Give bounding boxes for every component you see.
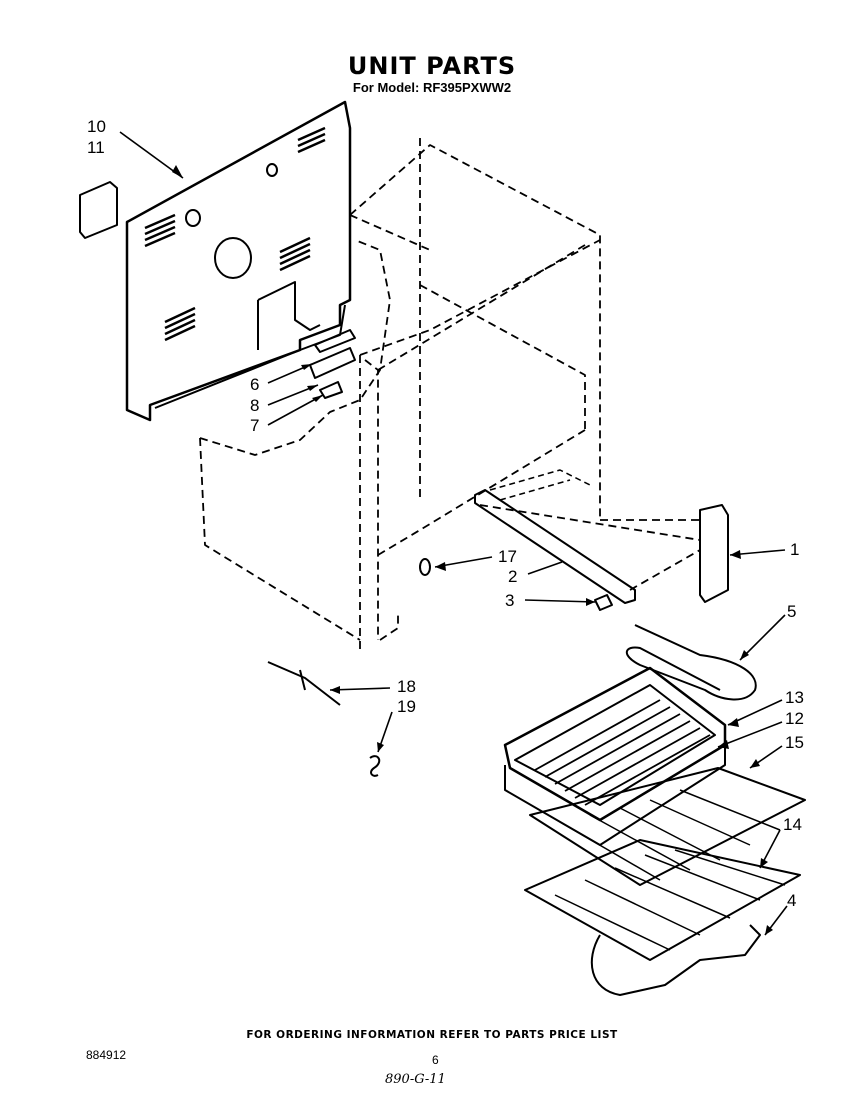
cabinet-outline — [199, 138, 701, 650]
clip — [594, 594, 613, 611]
ordering-note: FOR ORDERING INFORMATION REFER TO PARTS … — [246, 1029, 618, 1041]
terminal-block-parts — [309, 329, 356, 399]
callout-15: 15 — [785, 733, 804, 752]
callout-10: 10 — [87, 117, 106, 136]
page-title: UNIT PARTS — [347, 52, 517, 80]
callout-3: 3 — [505, 591, 514, 610]
cover-plate — [79, 181, 118, 239]
back-panel — [125, 100, 352, 422]
callout-6: 6 — [250, 375, 259, 394]
callout-1: 1 — [790, 540, 799, 559]
grommet — [419, 558, 431, 576]
document-number: 884912 — [86, 1048, 127, 1062]
callout-14: 14 — [783, 815, 802, 834]
callout-4: 4 — [787, 891, 796, 910]
callout-13: 13 — [785, 688, 804, 707]
callout-2: 2 — [508, 567, 517, 586]
callout-19: 19 — [397, 697, 416, 716]
oven-rack-upper — [529, 767, 806, 886]
bake-element — [625, 624, 757, 701]
callout-7: 7 — [250, 416, 259, 435]
oven-rack-lower — [524, 839, 801, 961]
sensor-clip — [369, 755, 381, 777]
callout-8: 8 — [250, 396, 259, 415]
callout-12: 12 — [785, 709, 804, 728]
handwritten-note: 890-G-11 — [385, 1072, 446, 1087]
callout-11: 11 — [87, 138, 105, 157]
page-number: 6 — [432, 1053, 439, 1067]
leader-lines — [119, 131, 788, 936]
callout-18: 18 — [397, 677, 416, 696]
model-subtitle: For Model: RF395PXWW2 — [352, 80, 512, 95]
side-bracket — [699, 504, 729, 603]
front-rail — [474, 489, 636, 604]
callout-5: 5 — [787, 602, 796, 621]
oven-sensor — [267, 661, 341, 706]
broil-element — [590, 924, 761, 996]
callout-17: 17 — [498, 547, 517, 566]
